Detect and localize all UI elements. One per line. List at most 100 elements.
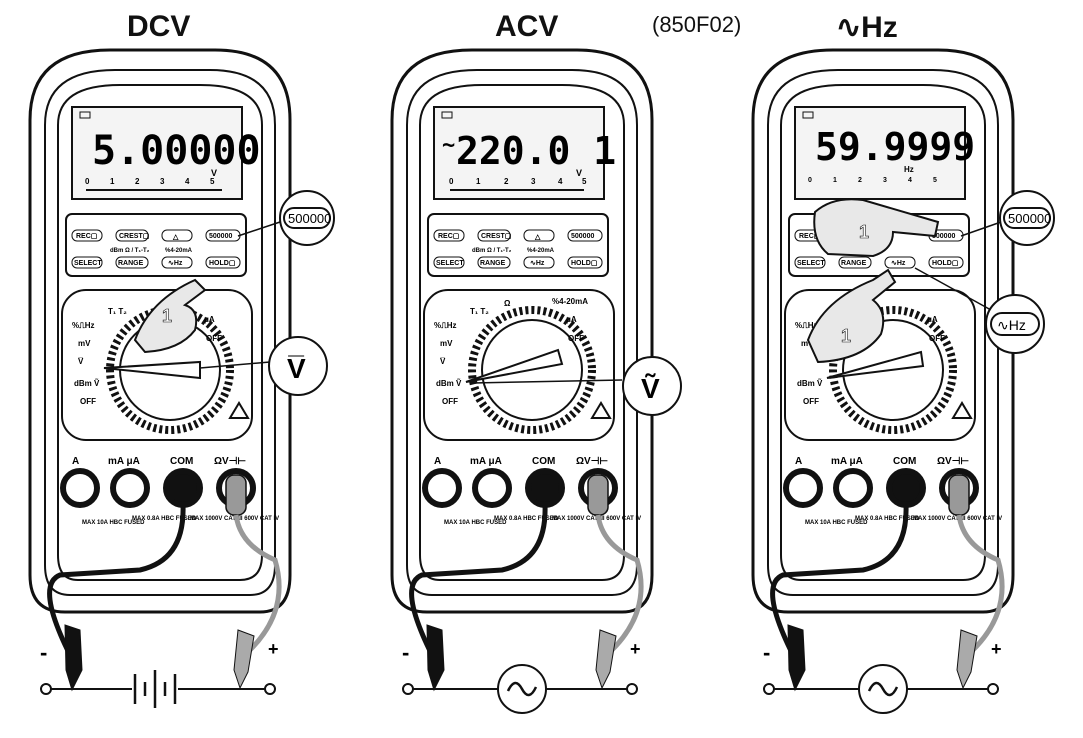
range-button[interactable]: RANGE: [480, 260, 506, 267]
dial-label: μA: [204, 315, 215, 324]
dial-label: dBm Ṽ: [74, 379, 100, 388]
negative-sign: -: [402, 640, 409, 665]
a-jack: [422, 468, 462, 508]
hold-button[interactable]: HOLD▢: [209, 260, 236, 267]
jack-note: MAX 10A HBC FUSED: [82, 520, 145, 526]
select-button[interactable]: SELECT: [74, 260, 102, 267]
bargraph-label: 2: [135, 177, 140, 186]
bargraph-label: 4: [908, 177, 912, 184]
hz-button[interactable]: ∿Hz: [530, 260, 545, 267]
panel-heading: ∿Hz: [836, 11, 898, 44]
dial-label: %4-20mA: [552, 297, 588, 306]
dial-label: dBm Ṽ: [797, 379, 823, 388]
hold-button[interactable]: HOLD▢: [571, 260, 598, 267]
button-panel: [65, 213, 247, 277]
relative-button[interactable]: △: [534, 234, 541, 241]
select-button[interactable]: SELECT: [436, 260, 464, 267]
display-value: 59.9999: [815, 125, 975, 169]
bargraph-label: 3: [883, 177, 887, 184]
dial-label: %⎍Hz: [795, 321, 818, 330]
step-number: 1: [859, 222, 869, 242]
jack-note: MAX 10A HBC FUSED: [444, 520, 507, 526]
red-test-lead: [956, 514, 1005, 652]
hz-button[interactable]: ∿Hz: [168, 260, 183, 267]
bargraph-label: 1: [476, 177, 481, 186]
multimeter-illustration: 5.00000 V 0 1 2 3 4 5 REC▢ CREST▢ △ 5000…: [28, 48, 335, 708]
panel-hz: ∿Hz 59.9999 Hz 0 1 2 3 4 5 REC▢ 500000 S…: [723, 0, 1083, 738]
jack-note: MAX 10A HBC FUSED: [805, 520, 868, 526]
com-jack: [163, 468, 203, 508]
a-jack: [783, 468, 823, 508]
positive-sign: +: [268, 639, 279, 659]
com-jack: [525, 468, 565, 508]
warning-icon: [590, 401, 612, 419]
red-test-lead: [233, 514, 282, 652]
jack-label: A: [72, 456, 79, 467]
lcd-display: [794, 106, 966, 200]
lcd-display: [433, 106, 605, 200]
jack-note: MAX 0.8A HBC FUSED: [132, 516, 197, 522]
display-value: 220.0 1: [456, 129, 616, 173]
dial-label: T₁ T₂: [108, 307, 127, 316]
jack-label: COM: [170, 456, 193, 467]
crest-button[interactable]: CREST▢: [119, 233, 150, 240]
display-unit: Hz: [904, 165, 914, 174]
dial-label: dBm Ṽ: [436, 379, 462, 388]
option-label: dBm Ω / T₁-T₂: [110, 248, 150, 254]
display-value: 5.00000: [92, 128, 261, 174]
select-button[interactable]: SELECT: [797, 260, 825, 267]
bargraph-label: 3: [531, 177, 536, 186]
ma-jack: [833, 468, 873, 508]
dial-label: mV: [801, 339, 814, 348]
negative-sign: -: [763, 640, 770, 665]
resolution-button[interactable]: 500000: [571, 233, 594, 240]
display-unit: V: [576, 168, 582, 178]
dial-label: V̅: [440, 357, 446, 366]
jack-label: mA μA: [108, 456, 140, 467]
panel-dcv: DCV 5.00000 V 0 1 2 3 4 5 REC▢ CREST▢ △ …: [0, 0, 360, 738]
panel-heading: ACV: [495, 10, 559, 43]
dial-label: μA: [927, 315, 938, 324]
button-panel: [427, 213, 609, 277]
hz-button[interactable]: ∿Hz: [891, 260, 906, 267]
range-button[interactable]: RANGE: [841, 260, 867, 267]
hold-button[interactable]: HOLD▢: [932, 260, 959, 267]
function-callout-label: ∿Hz: [997, 317, 1026, 333]
dial-label: %⎍Hz: [434, 321, 457, 330]
rec-button[interactable]: REC▢: [76, 233, 98, 240]
dial-label: OFF: [442, 397, 458, 406]
option-label: dBm Ω / T₁-T₂: [472, 248, 512, 254]
warning-icon: [951, 401, 973, 419]
resolution-button[interactable]: 500000: [209, 233, 232, 240]
jack-label: A: [795, 456, 802, 467]
bargraph-label: 5: [582, 177, 587, 186]
bargraph-label: 0: [808, 177, 812, 184]
button-callout-label: 500000: [288, 211, 331, 226]
ma-jack: [110, 468, 150, 508]
battery-symbol: [133, 670, 177, 708]
black-probe: [787, 624, 806, 692]
crest-button[interactable]: CREST▢: [481, 233, 512, 240]
pointing-hand: [813, 198, 940, 258]
panel-acv: ACV ~ 220.0 1 V 0 1 2 3 4 5 REC▢ CREST▢ …: [362, 0, 722, 738]
relative-button[interactable]: △: [172, 234, 179, 241]
lcd-display: [71, 106, 243, 200]
red-probe: [956, 629, 978, 690]
range-button[interactable]: RANGE: [118, 260, 144, 267]
bargraph-label: 4: [558, 177, 563, 186]
rec-button[interactable]: REC▢: [799, 233, 821, 240]
jack-label: mA μA: [470, 456, 502, 467]
resolution-button[interactable]: 500000: [932, 233, 955, 240]
dial-label: mV: [440, 339, 453, 348]
bargraph-label: 0: [449, 177, 454, 186]
jack-label: ΩV⊣⊢: [937, 456, 969, 467]
bargraph-label: 1: [110, 177, 115, 186]
bargraph-label: 2: [858, 177, 862, 184]
bargraph-label: 3: [160, 177, 165, 186]
rec-button[interactable]: REC▢: [438, 233, 460, 240]
bargraph-label: 5: [210, 177, 215, 186]
black-test-lead: [409, 504, 548, 657]
option-label: %4-20mA: [165, 248, 193, 254]
jack-label: COM: [532, 456, 555, 467]
pointing-hand: [133, 278, 207, 354]
